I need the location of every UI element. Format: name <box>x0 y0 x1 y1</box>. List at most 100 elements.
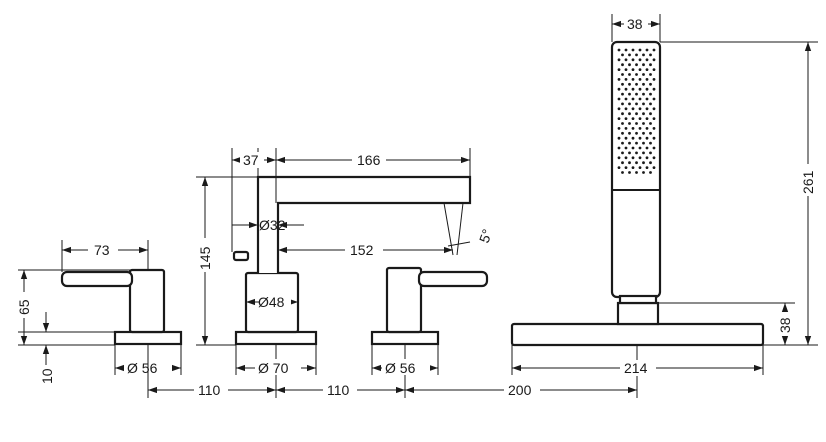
spray-hole <box>624 117 628 120</box>
spray-hole <box>628 141 631 145</box>
spray-hole <box>638 117 642 120</box>
spray-hole <box>631 126 635 130</box>
spray-hole <box>628 102 631 106</box>
dim-left-base-diameter: Ø 56 <box>127 360 158 376</box>
spray-hole <box>642 141 645 145</box>
spray-hole <box>617 156 621 160</box>
spray-hole <box>621 92 624 96</box>
spray-hole <box>624 107 628 111</box>
spray-hole <box>631 58 635 62</box>
spray-hole <box>631 156 635 160</box>
spray-hole <box>624 78 628 81</box>
spray-hole <box>645 146 649 150</box>
spray-hole <box>638 58 642 62</box>
spray-hole <box>635 53 638 57</box>
spray-hole <box>624 97 628 101</box>
spray-hole <box>645 68 649 71</box>
dim-spacing-3: 200 <box>508 382 532 398</box>
shower-holder <box>616 301 660 326</box>
spray-hole <box>628 53 631 57</box>
spray-hole <box>645 78 649 81</box>
spray-hole <box>649 151 652 155</box>
spray-hole <box>652 156 656 160</box>
spray-hole <box>617 68 621 71</box>
left-valve-lever <box>60 270 134 288</box>
spray-hole <box>635 82 638 86</box>
spray-hole <box>617 78 621 81</box>
spray-hole <box>617 87 621 91</box>
spray-hole <box>652 126 656 130</box>
dim-right-base-diameter: Ø 56 <box>385 360 416 376</box>
spray-hole <box>649 53 652 57</box>
spray-hole <box>652 48 656 52</box>
spray-hole <box>652 78 656 81</box>
spray-hole <box>638 78 642 81</box>
spray-hole <box>631 136 635 140</box>
spray-hole <box>631 117 635 120</box>
spray-hole <box>635 161 638 165</box>
spray-hole <box>617 117 621 120</box>
spray-hole <box>635 63 638 67</box>
spray-hole <box>617 166 621 170</box>
spray-hole <box>645 117 649 120</box>
spray-hole <box>628 112 631 116</box>
spray-hole <box>624 68 628 71</box>
spray-hole <box>645 48 649 52</box>
spray-hole <box>649 161 652 165</box>
spray-hole <box>652 58 656 62</box>
spray-hole <box>638 156 642 160</box>
spray-hole <box>652 87 656 91</box>
spray-hole <box>621 171 624 174</box>
spout <box>232 175 472 346</box>
spray-hole <box>652 136 656 140</box>
spray-hole <box>642 112 645 116</box>
spray-hole <box>638 136 642 140</box>
dim-shower-holder-height: 38 <box>777 317 793 333</box>
spray-hole <box>624 166 628 170</box>
spray-hole <box>631 166 635 170</box>
spray-hole <box>621 151 624 155</box>
spray-hole <box>642 171 645 174</box>
right-valve-body <box>385 266 423 334</box>
dimensions: 73 65 10 Ø 56 110 110 200 <box>16 14 818 398</box>
spray-hole <box>652 68 656 71</box>
left-valve-body <box>128 268 166 334</box>
hand-shower <box>510 40 765 347</box>
spray-hole <box>649 63 652 67</box>
dim-spout-base-diameter: Ø 70 <box>258 360 289 376</box>
spray-hole <box>628 131 631 135</box>
spray-hole <box>638 48 642 52</box>
spray-hole <box>649 82 652 86</box>
spray-hole <box>621 112 624 116</box>
spray-hole <box>638 107 642 111</box>
dim-spout-body-offset: 37 <box>243 152 259 168</box>
dim-spout-angle: 5° <box>476 227 496 245</box>
spray-hole <box>617 107 621 111</box>
spray-hole <box>645 97 649 101</box>
spray-hole <box>642 92 645 96</box>
spray-hole <box>642 102 645 106</box>
spray-hole <box>635 92 638 96</box>
dim-shower-height: 261 <box>800 170 816 194</box>
dim-left-handle-height: 65 <box>16 299 32 315</box>
spray-hole <box>635 73 638 76</box>
shower-spray-holes <box>617 48 656 174</box>
spray-hole <box>649 171 652 174</box>
spray-hole <box>645 126 649 130</box>
spray-hole <box>638 68 642 71</box>
shower-base-plate <box>510 322 765 347</box>
spray-hole <box>649 112 652 116</box>
spray-hole <box>635 171 638 174</box>
spray-hole <box>624 136 628 140</box>
spray-hole <box>638 146 642 150</box>
spray-hole <box>624 87 628 91</box>
spray-hole <box>635 141 638 145</box>
spray-hole <box>642 82 645 86</box>
spray-hole <box>642 122 645 125</box>
spray-hole <box>642 151 645 155</box>
dim-shower-head-width: 38 <box>627 16 643 32</box>
spray-hole <box>645 107 649 111</box>
spout-pipe <box>256 175 472 273</box>
spray-hole <box>635 151 638 155</box>
spray-hole <box>652 166 656 170</box>
